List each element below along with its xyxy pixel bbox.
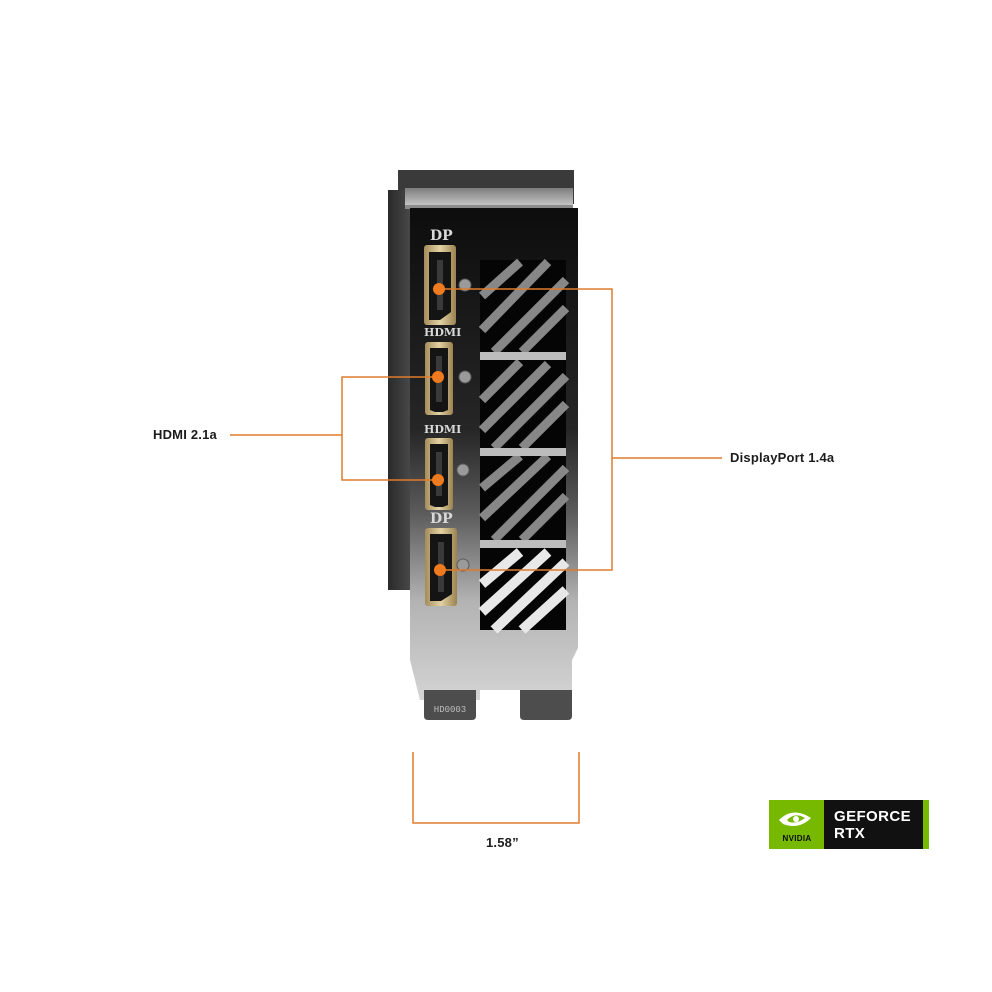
badge-geforce: GEFORCE: [834, 808, 911, 825]
dp-top-marker: [433, 283, 445, 295]
width-dimension-bracket: [412, 752, 580, 824]
displayport-callout-lines: [438, 288, 722, 571]
silkscreen-hdmi-2: HDMI: [424, 423, 461, 436]
vent-grille: [478, 258, 570, 634]
card-shroud: [388, 170, 574, 590]
port-markers: [432, 283, 446, 576]
port-silkscreen: DP HDMI HDMI DP: [424, 228, 461, 527]
hdmi-2-marker: [432, 474, 444, 486]
displayport-callout-label: DisplayPort 1.4a: [730, 450, 835, 465]
nvidia-eye-icon: [779, 812, 811, 826]
dp-bottom-marker: [434, 564, 446, 576]
bracket-top-lip: [405, 188, 573, 209]
silkscreen-hdmi-1: HDMI: [424, 326, 461, 339]
geforce-rtx-text-block: GEFORCE RTX: [824, 800, 929, 849]
badge-green-stripe: [923, 800, 929, 849]
hdmi-callout-lines: [230, 376, 438, 481]
hdmi-port-2: [425, 438, 453, 510]
silkscreen-dp-top: DP: [430, 228, 453, 244]
badge-rtx: RTX: [834, 825, 866, 842]
nvidia-wordmark: NVIDIA: [782, 834, 812, 843]
hdmi-1-marker: [432, 371, 444, 383]
width-dimension-label: 1.58”: [486, 835, 519, 850]
nvidia-logo: NVIDIA: [769, 800, 824, 849]
mounting-screws: [456, 278, 472, 572]
geforce-rtx-badge: NVIDIA GEFORCE RTX: [769, 800, 929, 849]
hdmi-callout-label: HDMI 2.1a: [153, 427, 217, 442]
silkscreen-dp-bottom: DP: [430, 511, 453, 527]
bracket-tabs: HD0003: [424, 690, 572, 720]
bracket-code: HD0003: [434, 705, 466, 715]
